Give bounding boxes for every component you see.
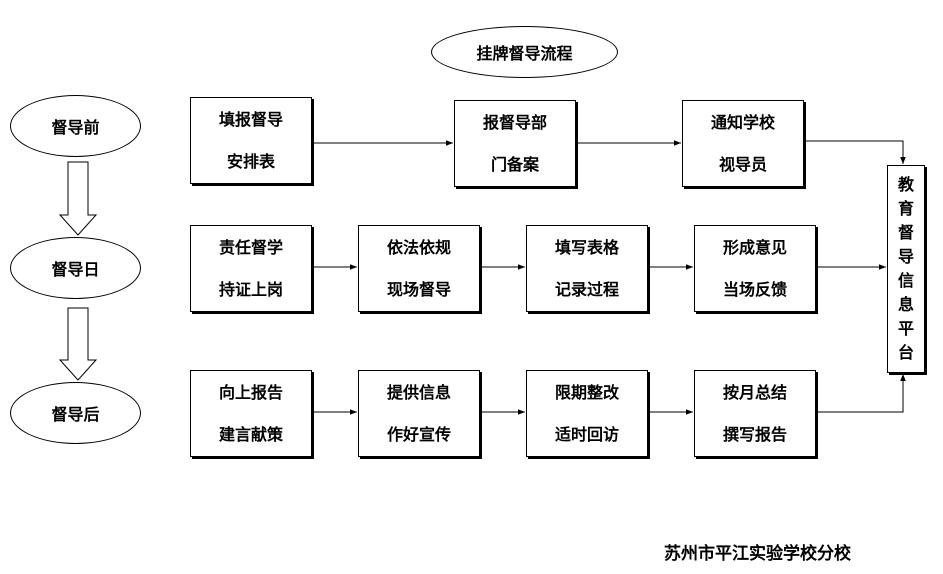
- step-line1: 填写表格: [554, 237, 619, 257]
- step-line1: 限期整改: [554, 382, 619, 402]
- platform-char: 平: [897, 319, 914, 338]
- step-line2: 视导员: [718, 154, 767, 174]
- step-feedback: 形成意见 当场反馈: [694, 225, 816, 312]
- step-line2: 持证上岗: [218, 279, 283, 299]
- phase-after-label: 督导后: [51, 405, 100, 424]
- step-line1: 提供信息: [386, 382, 451, 402]
- phase-day: 督导日: [10, 237, 141, 299]
- school-name: 苏州市平江实验学校分校: [664, 544, 851, 564]
- step-line1: 责任督学: [218, 237, 283, 257]
- step-record-process: 填写表格 记录过程: [526, 225, 648, 312]
- platform-char: 育: [897, 199, 914, 218]
- platform-char: 教: [897, 175, 914, 194]
- step-notify-school: 通知学校 视导员: [682, 100, 804, 187]
- platform-char: 信: [897, 271, 914, 290]
- step-line2: 当场反馈: [722, 279, 787, 299]
- step-onsite-inspection: 依法依规 现场督导: [358, 225, 480, 312]
- step-monthly-summary: 按月总结 撰写报告: [694, 370, 816, 457]
- step-rectify-revisit: 限期整改 适时回访: [526, 370, 648, 457]
- arrow-r1-to-platform: [804, 140, 906, 164]
- step-line1: 形成意见: [722, 237, 787, 257]
- step-line1: 向上报告: [218, 382, 283, 402]
- arrow-r3-to-platform: [816, 374, 906, 413]
- step-line2: 建言献策: [218, 424, 283, 444]
- flow-title: 挂牌督导流程: [431, 26, 618, 78]
- step-line2: 作好宣传: [386, 424, 451, 444]
- platform-char: 息: [897, 295, 914, 314]
- step-line1: 按月总结: [722, 382, 787, 402]
- step-line2: 记录过程: [554, 279, 619, 299]
- step-line2: 撰写报告: [722, 424, 787, 444]
- step-line2: 适时回访: [554, 424, 619, 444]
- step-line2: 门备案: [490, 154, 539, 174]
- step-line1: 通知学校: [710, 112, 775, 132]
- phase-day-label: 督导日: [51, 260, 100, 279]
- step-line2: 安排表: [226, 151, 275, 171]
- phase-after: 督导后: [10, 382, 141, 444]
- step-report-upward: 向上报告 建言献策: [190, 370, 312, 457]
- step-report-department: 报督导部 门备案: [454, 100, 576, 187]
- step-line1: 报督导部: [482, 112, 547, 132]
- step-certified-inspector: 责任督学 持证上岗: [190, 225, 312, 312]
- phase-before-label: 督导前: [51, 118, 100, 137]
- platform-char: 督: [897, 223, 914, 242]
- platform-char: 台: [897, 343, 914, 362]
- step-provide-info: 提供信息 作好宣传: [358, 370, 480, 457]
- platform-char: 导: [897, 247, 914, 266]
- phase-arrow-1: [58, 161, 98, 236]
- step-line1: 依法依规: [386, 237, 451, 257]
- phase-arrow-2: [58, 307, 98, 381]
- flow-title-text: 挂牌督导流程: [476, 44, 573, 63]
- step-line1: 填报督导: [218, 109, 283, 129]
- step-fill-schedule: 填报督导 安排表: [190, 97, 312, 184]
- education-inspection-platform: 教 育 督 导 信 息 平 台: [887, 165, 925, 373]
- step-line2: 现场督导: [386, 279, 451, 299]
- phase-before: 督导前: [10, 95, 141, 157]
